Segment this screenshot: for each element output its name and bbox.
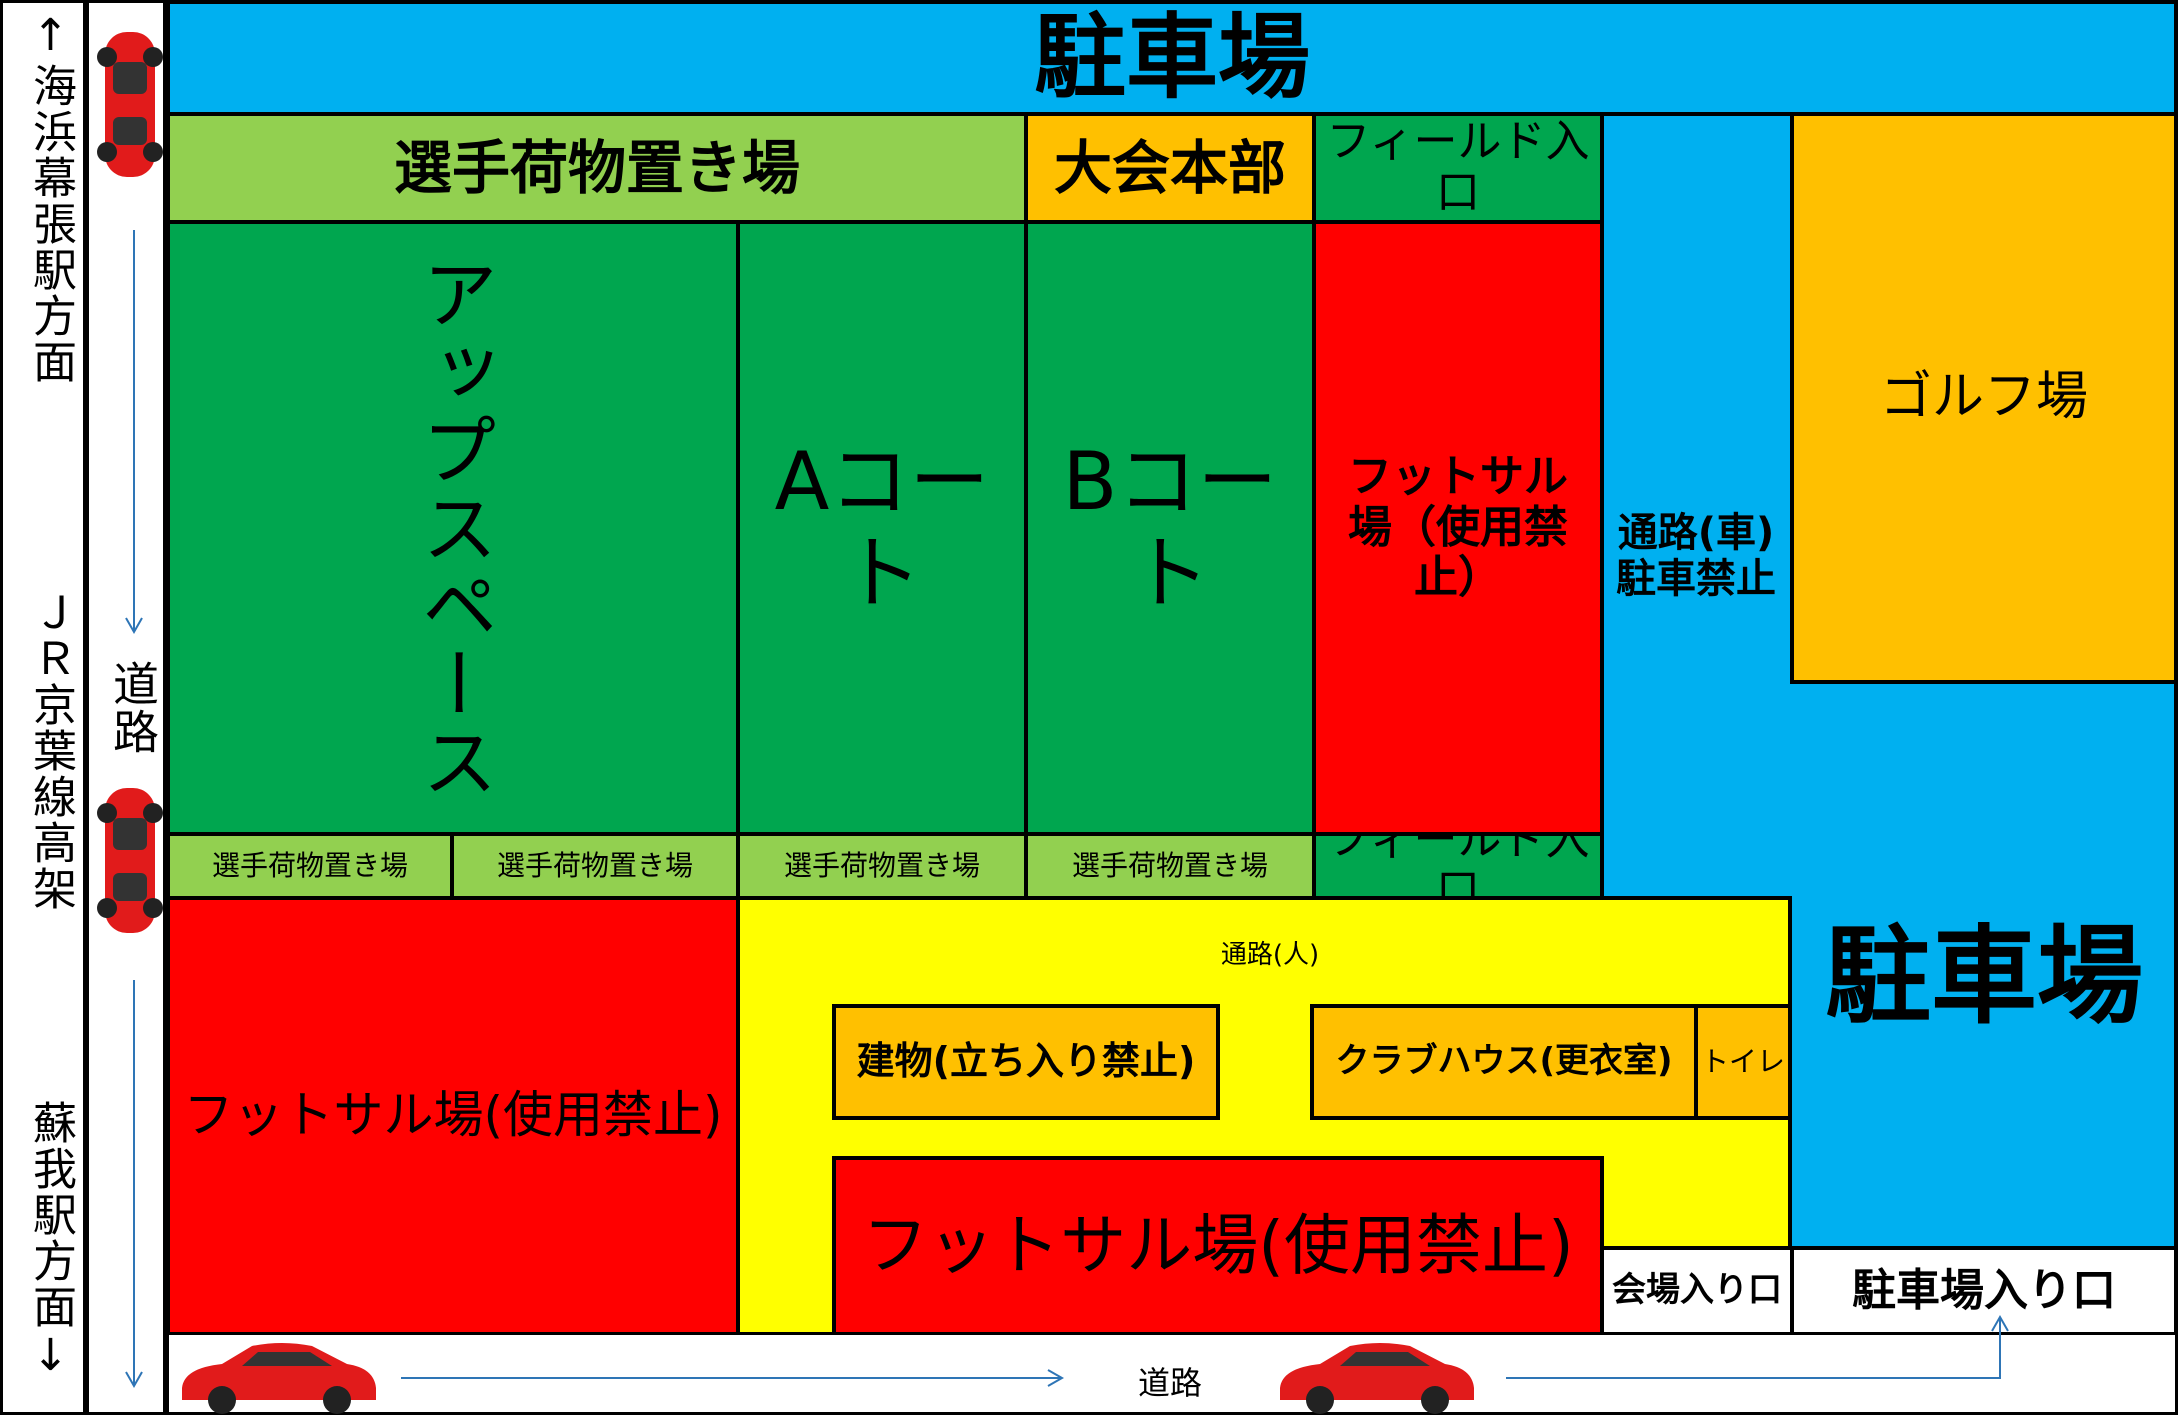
- clubhouse-changing-room: クラブハウス(更衣室): [1310, 1004, 1698, 1120]
- player-luggage-area-2: 選手荷物置き場: [450, 832, 740, 900]
- warm-up-space: アップスペース: [166, 220, 740, 836]
- jr-keiyo-line-label: ＪＲ京葉線高架: [25, 590, 76, 912]
- field-entrance-bottom: フィールド入口: [1312, 832, 1604, 900]
- horizontal-road: [166, 1332, 2178, 1415]
- car-icon: [1280, 1343, 1474, 1414]
- parking-right: 駐車場: [1825, 915, 2143, 1038]
- road-arrows: [125, 230, 143, 1389]
- player-luggage-area-1: 選手荷物置き場: [166, 832, 454, 900]
- court-b: Bコート: [1024, 220, 1316, 836]
- parking-entrance: 駐車場入り口: [1790, 1246, 2178, 1336]
- futsal-court-left: フットサル場(使用禁止): [166, 896, 740, 1336]
- car-icon: [182, 1343, 376, 1414]
- court-a: Aコート: [736, 220, 1028, 836]
- pedestrian-walkway-label: 通路(人): [1220, 940, 1320, 970]
- field-entrance-top: フィールド入口: [1312, 112, 1604, 224]
- horizontal-road-label: 道路: [1137, 1364, 1202, 1402]
- car-icon: [97, 788, 163, 933]
- futsal-court-upper: フットサル場（使用禁止）: [1312, 220, 1604, 836]
- player-luggage-area-top: 選手荷物置き場: [166, 112, 1028, 224]
- building-no-entry: 建物(立ち入り禁止): [832, 1004, 1220, 1120]
- vertical-road-label: 道路: [106, 660, 160, 756]
- car-icon: [97, 32, 163, 177]
- vertical-road: [86, 0, 166, 1415]
- venue-entrance: 会場入り口: [1600, 1246, 1794, 1336]
- futsal-court-bottom: フットサル場(使用禁止): [832, 1156, 1604, 1336]
- direction-kaihin-makuhari: ↑海浜幕張駅方面: [25, 10, 76, 385]
- road-arrows-bottom: [401, 1314, 2009, 1387]
- toilet: トイレ: [1694, 1004, 1792, 1120]
- golf-course: ゴルフ場: [1790, 112, 2178, 684]
- player-luggage-area-4: 選手荷物置き場: [1024, 832, 1316, 900]
- left-strip: [0, 0, 86, 1415]
- tournament-hq: 大会本部: [1024, 112, 1316, 224]
- direction-soga: 蘇我駅方面↓: [25, 1100, 76, 1383]
- player-luggage-area-3: 選手荷物置き場: [736, 832, 1028, 900]
- parking-top: 駐車場: [166, 0, 2178, 116]
- road-car-no-parking: 通路(車)駐車禁止: [1616, 510, 1776, 602]
